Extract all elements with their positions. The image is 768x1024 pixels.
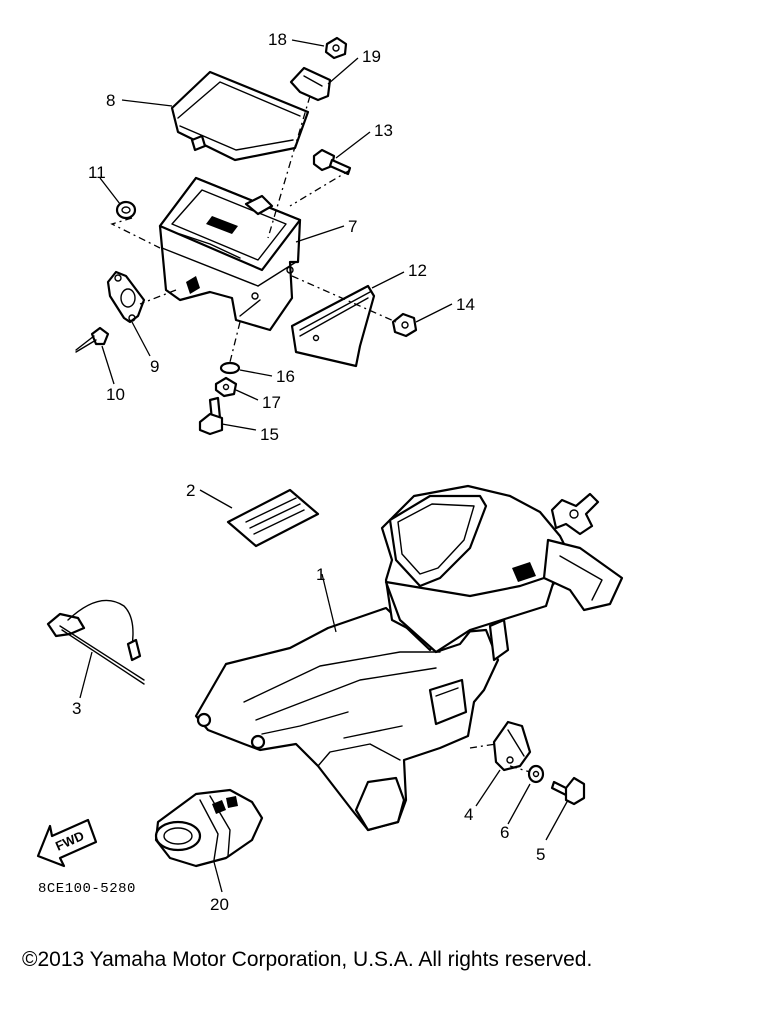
callout-16: 16 [276, 367, 295, 386]
callout-18: 18 [268, 30, 287, 49]
callout-leaders [79, 39, 569, 893]
callout-9: 9 [150, 357, 159, 376]
callout-12: 12 [408, 261, 427, 280]
part-17-nut [214, 376, 238, 398]
part-15-bolt [198, 396, 224, 436]
callout-15: 15 [260, 425, 279, 444]
part-9-gasket [106, 270, 146, 324]
part-6-washer [527, 764, 545, 784]
callout-numbers: 1 2 3 4 5 6 7 8 9 10 11 12 13 14 15 16 1… [72, 30, 545, 914]
callout-6: 6 [500, 823, 509, 842]
part-12-side-plate [290, 284, 376, 368]
part-20-boot [154, 788, 264, 868]
part-14-nut [391, 312, 418, 338]
callout-11: 11 [88, 163, 106, 182]
callout-10: 10 [106, 385, 125, 404]
callout-13: 13 [374, 121, 393, 140]
assembly-line [139, 289, 177, 305]
part-18-nut [324, 36, 348, 60]
part-16-washer [219, 361, 241, 375]
assembly-line [289, 169, 351, 207]
callout-8: 8 [106, 91, 115, 110]
part-2-label [226, 488, 320, 548]
callout-20: 20 [210, 895, 229, 914]
callout-5: 5 [536, 845, 545, 864]
part-19-bracket [289, 66, 332, 102]
part-13-bolt [312, 148, 352, 176]
assembly-line [509, 765, 531, 773]
diagram-code: 8CE100-5280 [38, 881, 136, 897]
callout-17: 17 [262, 393, 281, 412]
assembly-line [469, 743, 497, 749]
assembly-line [267, 95, 311, 239]
callout-2: 2 [186, 481, 195, 500]
callout-4: 4 [464, 805, 473, 824]
callout-7: 7 [348, 217, 357, 236]
assembly-line [110, 217, 161, 249]
part-wing-bolt [550, 492, 600, 536]
assembly-line [229, 321, 241, 363]
callout-1: 1 [316, 565, 325, 584]
callout-3: 3 [72, 699, 81, 718]
part-11-grommet [115, 200, 137, 220]
part-1-frame [194, 484, 624, 832]
part-3-hook [46, 599, 145, 685]
callout-14: 14 [456, 295, 475, 314]
copyright-notice: ©2013 Yamaha Motor Corporation, U.S.A. A… [22, 948, 593, 971]
part-7-battery-box [158, 176, 302, 332]
forward-arrow-icon: FWD [36, 818, 98, 868]
part-8-lid [170, 70, 310, 162]
part-4-bracket [492, 720, 532, 772]
assembly-line [291, 275, 397, 323]
part-5-bolt [550, 776, 586, 806]
part-10-screw [75, 326, 110, 353]
callout-19: 19 [362, 47, 381, 66]
